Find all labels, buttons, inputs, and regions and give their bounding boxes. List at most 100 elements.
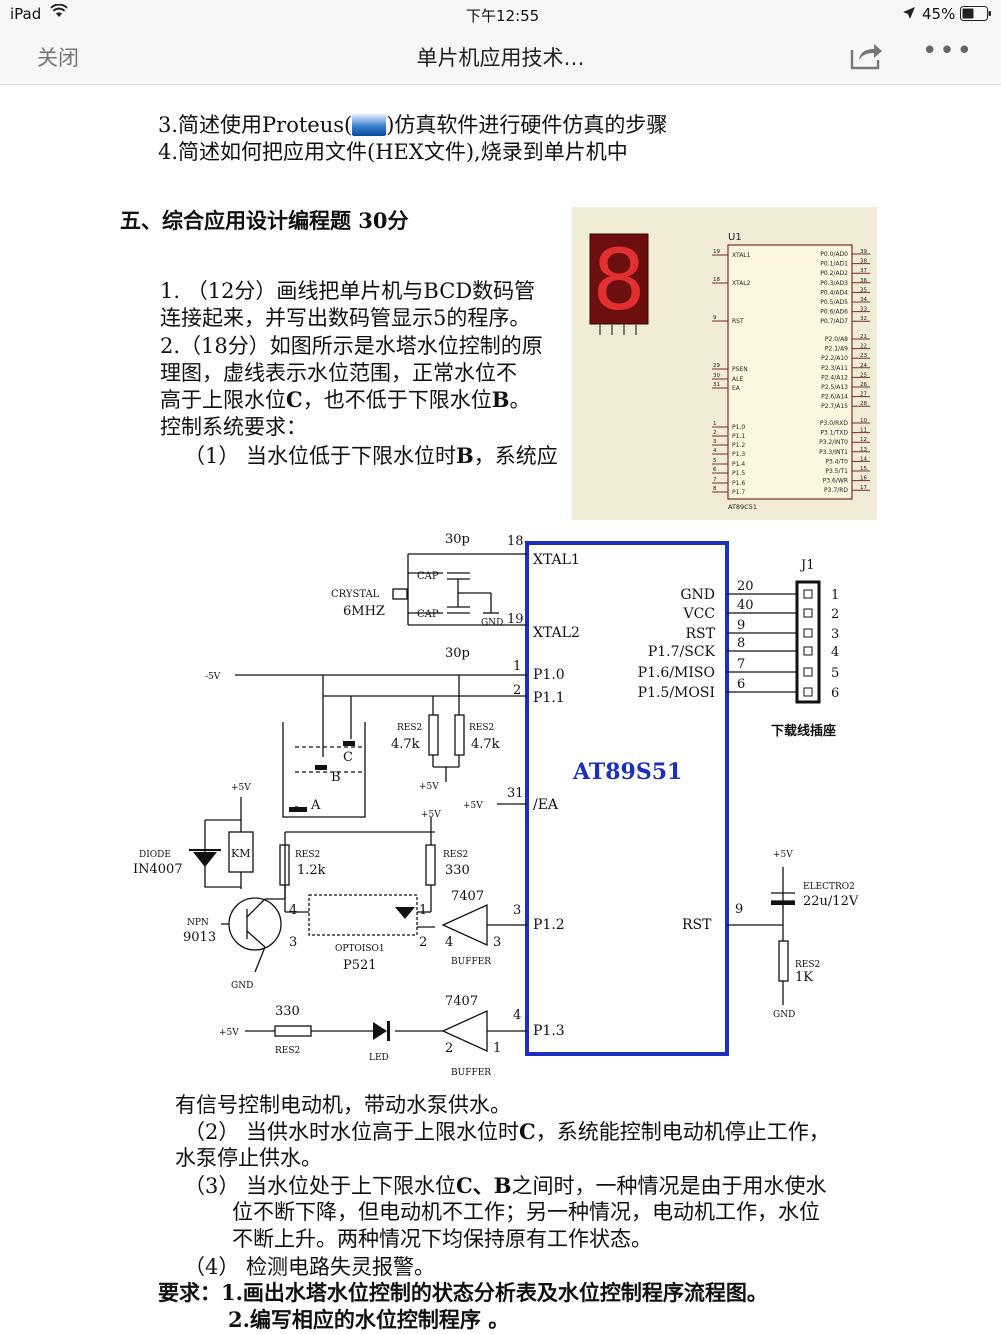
fig1-left-pin-name: P1.0 bbox=[732, 424, 745, 431]
requirement-1-line-2: 有信号控制电动机，带动水泵供水。 bbox=[175, 1093, 511, 1117]
fig1-right-pin-num: 27 bbox=[860, 392, 867, 398]
fig1-left-pin-num: 3 bbox=[713, 439, 717, 445]
svg-text:RES2: RES2 bbox=[397, 723, 422, 733]
svg-text:330: 330 bbox=[445, 863, 470, 878]
device-label: iPad bbox=[10, 5, 42, 23]
proteus-icon bbox=[352, 114, 387, 136]
fig1-right-pin-name: P2.4/A12 bbox=[821, 374, 848, 381]
xtal1-label: XTAL1 bbox=[533, 552, 580, 568]
fig1-right-pin-name: P2.0/A8 bbox=[825, 336, 848, 343]
header-signal-name: P1.7/SCK bbox=[648, 644, 716, 660]
nav-bar: 关闭 单片机应用技术… ••• bbox=[0, 28, 1001, 85]
probe-b bbox=[315, 765, 327, 770]
circuit-drawing: AT89S51 XTAL1 XTAL2 P1.0 P1.1 /EA P1.2 P… bbox=[133, 532, 859, 1078]
svg-text:GND: GND bbox=[481, 618, 503, 628]
fig1-right-pin-num: 17 bbox=[860, 485, 867, 491]
clock: 下午12:55 bbox=[466, 7, 540, 25]
water-tower-circuit: AT89S51 XTAL1 XTAL2 P1.0 P1.1 /EA P1.2 P… bbox=[125, 527, 885, 1086]
svg-text:+5V: +5V bbox=[231, 783, 251, 793]
requirement-3-line-2: 位不断下降，但电动机不工作；另一种情况，电动机工作，水位 bbox=[232, 1200, 820, 1224]
problem-2-line-4: 控制系统要求： bbox=[160, 415, 307, 439]
document-page: 3.简述使用Proteus()仿真软件进行硬件仿真的步骤 4.简述如何把应用文件… bbox=[0, 85, 1001, 1334]
svg-text:3: 3 bbox=[289, 935, 297, 950]
probe-a bbox=[289, 807, 307, 812]
header-signal-name: P1.5/MOSI bbox=[638, 685, 715, 701]
svg-text:A: A bbox=[310, 798, 321, 813]
xtal2-label: XTAL2 bbox=[533, 625, 580, 641]
svg-text:22u/12V: 22u/12V bbox=[803, 894, 859, 909]
more-button[interactable]: ••• bbox=[922, 36, 975, 66]
fig1-left-pin-name: RST bbox=[732, 318, 744, 325]
ea-label: /EA bbox=[533, 797, 559, 813]
rst-label: RST bbox=[682, 917, 712, 933]
fig1-right-pin-num: 14 bbox=[860, 456, 867, 462]
fig1-left-pin-num: 30 bbox=[713, 373, 720, 379]
opto-led bbox=[395, 907, 415, 919]
fig1-right-pin-name: P0.6/AD6 bbox=[820, 309, 848, 316]
svg-text:330: 330 bbox=[275, 1004, 300, 1019]
svg-text:P521: P521 bbox=[343, 958, 377, 973]
svg-text:KM: KM bbox=[231, 847, 250, 860]
header-pin-index: 3 bbox=[831, 627, 839, 642]
fig1-right-pin-num: 25 bbox=[860, 372, 867, 378]
close-button[interactable]: 关闭 bbox=[37, 46, 79, 70]
header-pin-number: 40 bbox=[737, 598, 754, 613]
problem-2-line-2: 理图，虚线表示水位范围，正常水位不 bbox=[160, 361, 517, 385]
svg-text:1: 1 bbox=[419, 903, 427, 918]
svg-text:1: 1 bbox=[493, 1041, 501, 1056]
requirement-3-line-1: （3） 当水位处于上下限水位C、B之间时，一种情况是由于用水使水 bbox=[184, 1173, 827, 1198]
share-icon[interactable] bbox=[848, 40, 884, 74]
header-signal-name: P1.6/MISO bbox=[638, 665, 715, 681]
seven-segment-display: 8 bbox=[589, 231, 649, 335]
svg-text:IN4007: IN4007 bbox=[133, 862, 183, 877]
svg-text:OPTOISO1: OPTOISO1 bbox=[335, 944, 385, 954]
fig1-left-pin-num: 8 bbox=[713, 486, 717, 492]
fig1-left-pin-num: 7 bbox=[713, 477, 717, 483]
fig1-right-pin-num: 34 bbox=[860, 297, 867, 303]
header-pin bbox=[803, 628, 813, 638]
status-bar: iPad 下午12:55 45% bbox=[0, 0, 1001, 28]
fig1-left-pin-num: 1 bbox=[713, 421, 717, 427]
svg-text:RES2: RES2 bbox=[295, 850, 320, 860]
svg-text:9013: 9013 bbox=[183, 930, 216, 945]
fig1-left-pin-name: P1.7 bbox=[732, 489, 745, 496]
battery-icon bbox=[960, 6, 992, 25]
svg-text:2: 2 bbox=[513, 683, 521, 698]
problem-2-line-3: 高于上限水位C，也不低于下限水位B。 bbox=[160, 387, 531, 412]
requirement-1-line-1: （1） 当水位低于下限水位时B，系统应 bbox=[184, 443, 558, 468]
seg-digit: 8 bbox=[592, 231, 645, 329]
svg-text:1.2k: 1.2k bbox=[297, 863, 326, 878]
fig1-left-pin-name: XTAL1 bbox=[732, 252, 751, 259]
svg-text:3: 3 bbox=[493, 935, 501, 950]
svg-text:DIODE: DIODE bbox=[139, 850, 171, 860]
fig1-right-pin-name: P2.1/A9 bbox=[825, 346, 848, 353]
svg-text:2: 2 bbox=[445, 1041, 453, 1056]
fig1-right-pin-num: 10 bbox=[860, 418, 867, 424]
fig1-left-pin-num: 19 bbox=[713, 249, 720, 255]
svg-text:6MHZ: 6MHZ bbox=[343, 604, 385, 619]
svg-text:RES2: RES2 bbox=[275, 1046, 300, 1056]
p11-label: P1.1 bbox=[533, 690, 565, 706]
demand-line-2: 2.编写相应的水位控制程序 。 bbox=[228, 1307, 510, 1332]
svg-text:1: 1 bbox=[513, 659, 521, 674]
fig1-left-pin-name: P1.2 bbox=[732, 442, 745, 449]
header-pin-number: 8 bbox=[737, 636, 745, 651]
fig1-right-pin-num: 28 bbox=[860, 401, 867, 407]
svg-text:2: 2 bbox=[419, 935, 427, 950]
svg-text:30p: 30p bbox=[445, 646, 470, 661]
svg-text:18: 18 bbox=[507, 534, 524, 549]
fig1-right-pin-name: P0.7/AD7 bbox=[820, 318, 848, 325]
fig1-right-pin-num: 36 bbox=[860, 278, 867, 284]
question-3: 3.简述使用Proteus()仿真软件进行硬件仿真的步骤 bbox=[158, 113, 668, 137]
fig1-left-pin-num: 5 bbox=[713, 458, 717, 464]
svg-text:BUFFER: BUFFER bbox=[451, 1068, 491, 1078]
battery-percent: 45% bbox=[922, 5, 956, 23]
svg-text:4.7k: 4.7k bbox=[391, 737, 420, 752]
fig1-left-pin-name: EA bbox=[732, 385, 741, 392]
fig1-right-pin-num: 24 bbox=[860, 363, 867, 369]
header-signal-name: VCC bbox=[682, 606, 715, 622]
chip-name: AT89C51 bbox=[728, 503, 757, 511]
svg-text:-5V: -5V bbox=[205, 672, 221, 682]
